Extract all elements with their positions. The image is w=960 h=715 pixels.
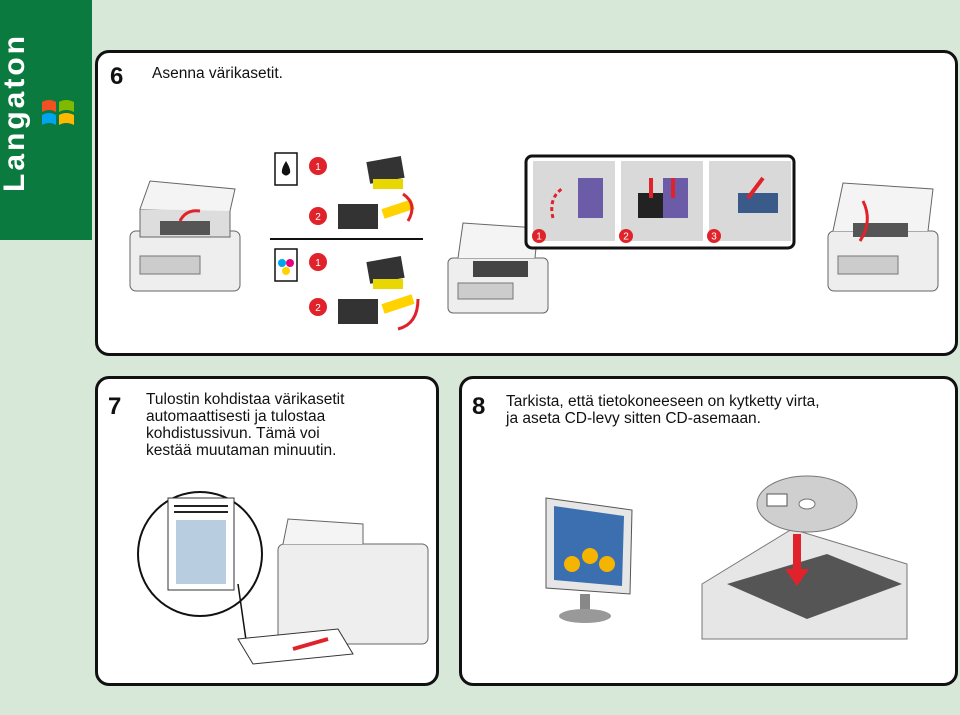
side-tab: Langaton [0, 0, 92, 240]
zoom-callout: 1 2 3 [524, 154, 796, 250]
svg-text:1: 1 [315, 162, 321, 173]
step-text: Tulostin kohdistaa värikasetit automaatt… [146, 391, 345, 459]
svg-text:2: 2 [623, 232, 629, 243]
printer-illustration [447, 222, 549, 314]
color-ink-icon [274, 248, 298, 282]
step-number: 6 [110, 63, 124, 90]
monitor-illustration [545, 497, 633, 623]
side-tab-label: Langaton [0, 33, 31, 192]
step-8-panel: 8 Tarkista, että tietokoneeseen on kytke… [459, 376, 958, 686]
step-text: Asenna värikasetit. [152, 65, 283, 82]
svg-text:3: 3 [711, 232, 717, 243]
step-6-panel: 6 Asenna värikasetit. 1 2 1 [95, 50, 958, 356]
svg-text:2: 2 [315, 212, 321, 223]
step-badge [309, 207, 327, 225]
step-text: Tarkista, että tietokoneeseen on kytkett… [506, 393, 820, 427]
printer-closing-illustration [827, 182, 939, 292]
step-number: 8 [472, 393, 486, 420]
step-number: 7 [108, 393, 122, 420]
printer-open-illustration [129, 180, 241, 292]
cartridge-install-illustration: 1 2 1 2 [270, 152, 423, 331]
svg-text:2: 2 [315, 303, 321, 314]
windows-flag-icon [42, 100, 74, 125]
step-badge [309, 253, 327, 271]
svg-text:1: 1 [315, 258, 321, 269]
step-badge [309, 157, 327, 175]
cd-drive-illustration [701, 475, 908, 640]
step-badge [309, 298, 327, 316]
step-7-panel: 7 Tulostin kohdistaa värikasetit automaa… [95, 376, 439, 686]
svg-text:1: 1 [536, 232, 542, 243]
alignment-page-illustration [137, 491, 429, 665]
